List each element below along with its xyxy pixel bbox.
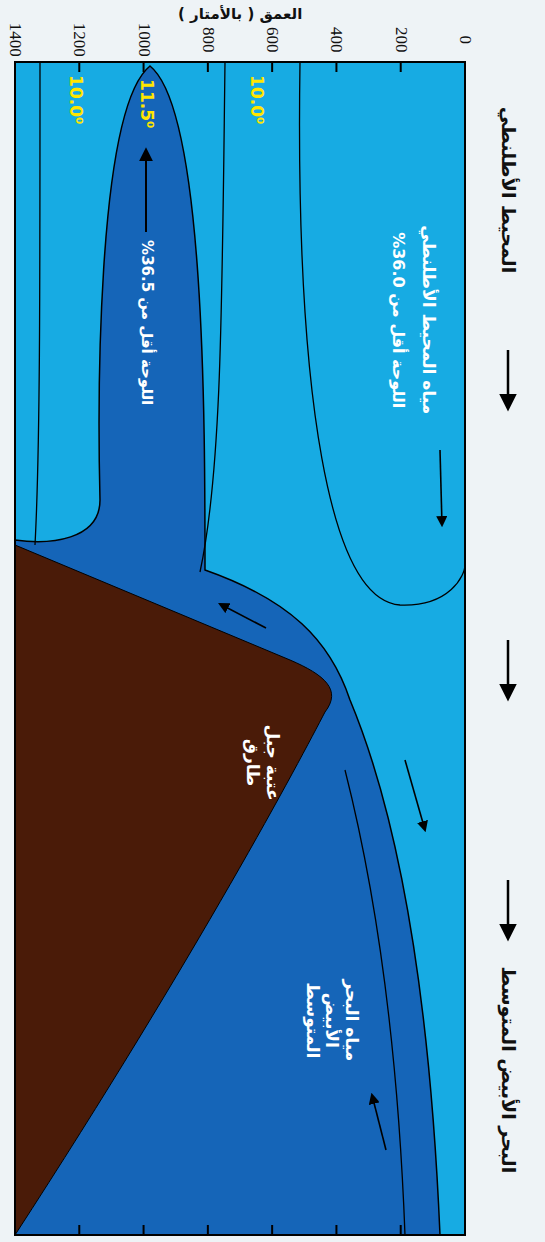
- flow-arrow: [440, 450, 442, 525]
- salinity-label: اللوحة أقل من 36.0%: [389, 232, 407, 408]
- water-mass-label: مياه المحيط الأطلنطي: [418, 225, 438, 414]
- temperature-label: 11.5⁰: [136, 79, 156, 128]
- axis-tick-label: 400: [326, 27, 346, 53]
- axis-tick-label: 0: [455, 36, 475, 45]
- axis-tick-label: 200: [391, 27, 411, 53]
- heading-arrow: [507, 350, 510, 408]
- axis-tick: [271, 62, 273, 72]
- axis-tick-label: 1000: [134, 23, 154, 57]
- axis-tick: [207, 62, 209, 72]
- axis-tick: [335, 62, 337, 72]
- axis-tick-label: 800: [198, 27, 218, 53]
- temperature-label: 10.0⁰: [65, 75, 85, 124]
- temperature-label: 10.0⁰: [246, 75, 266, 124]
- isoline: [300, 62, 465, 605]
- axis-tick: [78, 1225, 80, 1235]
- axis-tick: [143, 1225, 145, 1235]
- heading-arrow: [507, 880, 510, 938]
- sea-heading: المحيط الأطلنطي: [497, 107, 519, 274]
- axis-tick-label: 1000: [134, 23, 154, 57]
- axis-tick-label: 1200: [70, 23, 90, 57]
- axis-tick: [464, 62, 466, 72]
- axis-tick-label: 1200: [70, 23, 90, 57]
- axis-tick-label: 0: [455, 36, 475, 45]
- axis-tick: [400, 1225, 402, 1235]
- heading-arrow: [507, 640, 510, 698]
- axis-tick-label: 600: [262, 27, 282, 53]
- salinity-label: اللوحة أقل من 36.0%: [389, 232, 407, 408]
- mediterranean-water: [15, 66, 440, 1235]
- axis-tick-label: 400: [326, 27, 346, 53]
- axis-title: العمق ( بالأمتار ): [178, 6, 302, 23]
- axis-tick-label: 200: [391, 27, 411, 53]
- sill-label: عتبة جبل طارق: [242, 720, 281, 804]
- water-mass-label: مياه المحيط الأطلنطي: [418, 225, 438, 414]
- water-mass-label: مياه البحر الأبيض المتوسط: [303, 955, 362, 1085]
- flow-arrow: [145, 150, 147, 232]
- axis-tick: [464, 1225, 466, 1235]
- salinity-label: اللوحة أقل من 36.5%: [137, 240, 154, 405]
- axis-tick-label: 600: [262, 27, 282, 53]
- axis-tick: [271, 1225, 273, 1235]
- axis-tick: [335, 1225, 337, 1235]
- frame: [15, 62, 465, 1235]
- gibraltar-sill: [15, 545, 332, 1235]
- flow-arrow: [220, 604, 266, 628]
- axis-tick-label: 1400: [5, 23, 25, 57]
- isoline: [35, 62, 40, 545]
- sea-heading: المحيط الأطلنطي: [497, 107, 519, 274]
- axis-tick: [143, 62, 145, 72]
- axis-tick-label: 1400: [5, 23, 25, 57]
- isoline: [200, 62, 225, 572]
- sea-heading: البحر الأبيض المتوسط: [497, 967, 519, 1174]
- salinity-label: اللوحة أقل من 36.5%: [137, 240, 154, 405]
- axis-tick: [400, 62, 402, 72]
- axis-title: العمق ( بالأمتار ): [178, 6, 302, 23]
- axis-tick: [14, 1225, 16, 1235]
- temperature-label: 10.0⁰: [65, 75, 85, 124]
- temperature-label: 10.0⁰: [246, 75, 266, 124]
- sea-heading: البحر الأبيض المتوسط: [497, 967, 519, 1174]
- sill-label: عتبة جبل طارق: [242, 720, 281, 804]
- axis-tick: [207, 1225, 209, 1235]
- flow-arrow: [372, 1095, 386, 1150]
- axis-tick: [78, 62, 80, 72]
- flow-arrow: [405, 760, 425, 830]
- axis-tick-label: 800: [198, 27, 218, 53]
- temperature-label: 11.5⁰: [136, 79, 156, 128]
- water-mass-label: مياه البحر الأبيض المتوسط: [303, 955, 362, 1085]
- axis-tick: [14, 62, 16, 72]
- atlantic-water: [15, 62, 465, 1235]
